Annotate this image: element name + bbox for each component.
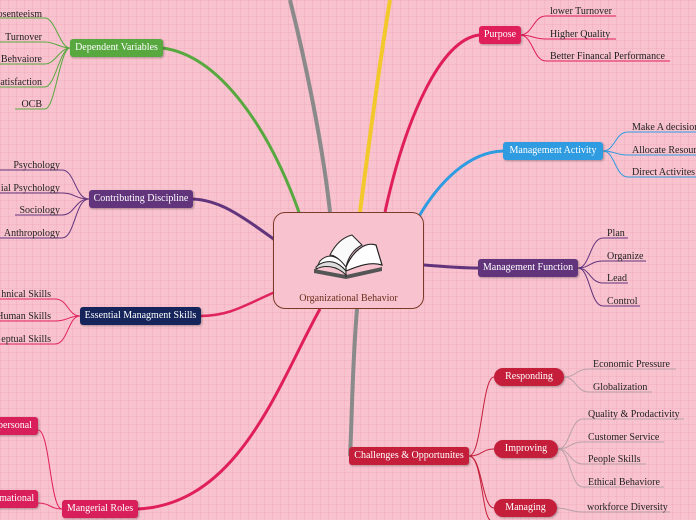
open-book-icon [314, 234, 383, 279]
topic-mangerial-roles[interactable]: Mangerial Roles [62, 500, 138, 518]
leaf-psychology[interactable]: Psychology [13, 160, 60, 171]
leaf-behaviour[interactable]: Behvaiore [0, 54, 42, 65]
leaf-absenteeism[interactable]: osenteeism [0, 9, 42, 20]
leaf-social-psychology[interactable]: ial Psychology [0, 183, 60, 194]
leaf-plan[interactable]: Plan [607, 228, 625, 239]
leaf-sociology[interactable]: Sociology [19, 205, 60, 216]
subtopic-managing[interactable]: Managing [494, 499, 557, 517]
leaf-lead[interactable]: Lead [607, 273, 627, 284]
subtopic-informational[interactable]: rmational [0, 490, 38, 508]
leaf-direct-activities[interactable]: Direct Activites [632, 167, 696, 178]
leaf-workforce-diversity[interactable]: workforce Diversity [587, 502, 668, 513]
topic-dependent-variables[interactable]: Dependent Variables [70, 39, 163, 57]
leaf-people-skills[interactable]: People Skills [588, 454, 641, 465]
topic-management-activity[interactable]: Management Activity [503, 142, 603, 160]
leaf-lower-turnover[interactable]: lower Turnover [550, 6, 612, 17]
leaf-anthropology[interactable]: Anthropology [3, 228, 60, 239]
subtopic-interpersonal[interactable]: personal [0, 417, 38, 435]
leaf-satisfaction[interactable]: atisfaction [0, 77, 42, 88]
leaf-higher-quality[interactable]: Higher Quality [550, 29, 611, 40]
leaf-make-a-decision[interactable]: Make A decision [632, 122, 696, 133]
subtopic-improving[interactable]: Improving [494, 440, 558, 458]
leaf-globalization[interactable]: Globalization [593, 382, 648, 393]
topic-challenges-opportunites[interactable]: Challenges & Opportunites [349, 447, 469, 465]
topic-management-function[interactable]: Management Function [478, 259, 578, 277]
topic-essential-managment-skills[interactable]: Essential Managment Skills [80, 307, 201, 325]
leaf-conceptual-skills[interactable]: eptual Skills [1, 334, 51, 345]
leaf-customer-service[interactable]: Customer Service [588, 432, 660, 443]
central-topic-label: Organizational Behavior [299, 293, 398, 304]
leaf-control[interactable]: Control [607, 296, 638, 307]
leaf-allocate-resources[interactable]: Allocate Resour [632, 145, 696, 156]
subtopic-responding[interactable]: Responding [494, 368, 564, 386]
topic-purpose[interactable]: Purpose [479, 26, 521, 44]
leaf-ocb[interactable]: OCB [21, 99, 42, 110]
leaf-quality-productivity[interactable]: Quality & Prodactivity [588, 409, 680, 420]
leaf-better-financial-performance[interactable]: Better Financal Performance [550, 51, 665, 62]
central-topic[interactable]: Organizational Behavior [273, 212, 424, 309]
leaf-technical-skills[interactable]: hnical Skills [1, 289, 51, 300]
leaf-organize[interactable]: Organize [607, 251, 644, 262]
leaf-economic-pressure[interactable]: Economic Pressure [593, 359, 670, 370]
topic-contributing-discipline[interactable]: Contributing Discipline [89, 190, 193, 208]
leaf-turnover[interactable]: Turnover [5, 32, 42, 43]
leaf-ethical-behaviour[interactable]: Ethical Behaviore [588, 477, 660, 488]
leaf-human-skills[interactable]: Human Skills [0, 311, 51, 322]
